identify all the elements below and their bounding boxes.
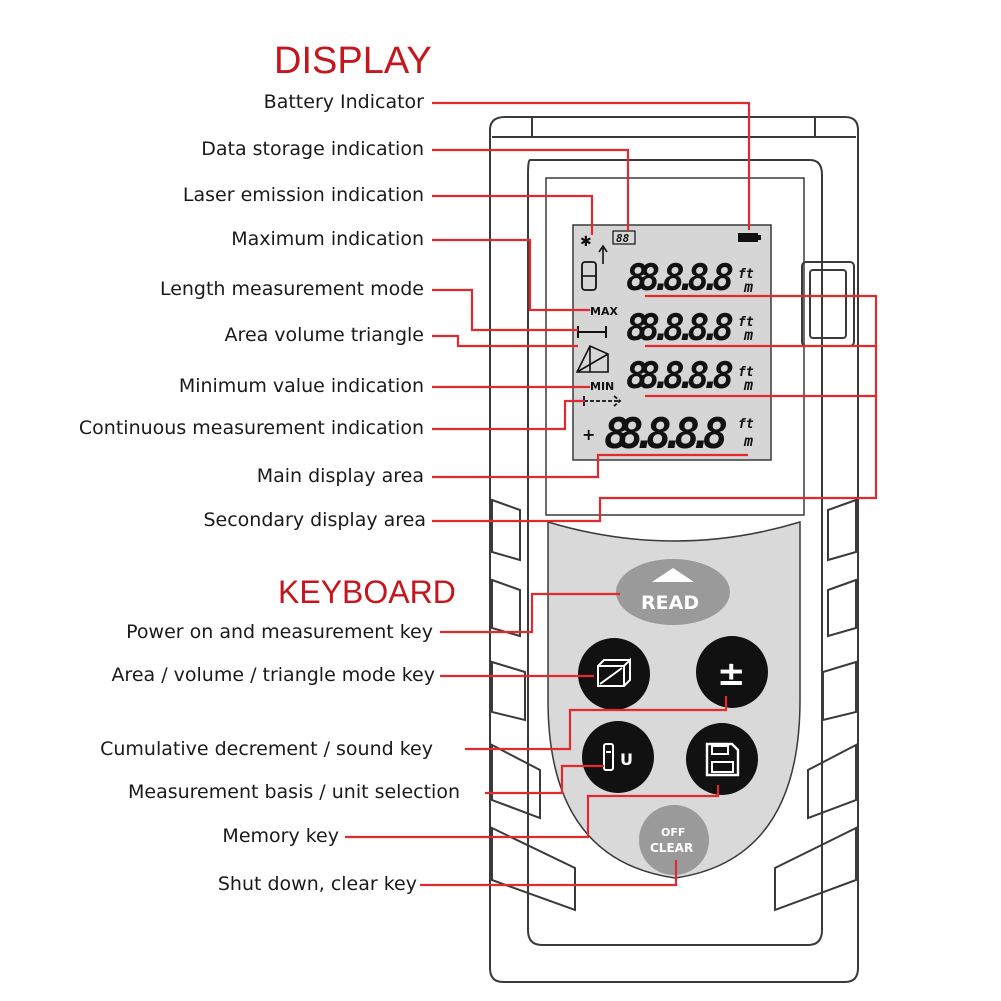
svg-text:ft: ft [738, 267, 754, 282]
storage-box [612, 230, 636, 245]
read-key[interactable]: READ [616, 559, 730, 625]
max-label: MAX [590, 305, 618, 318]
label-data-storage: Data storage indication [201, 138, 424, 160]
svg-text:m: m [743, 278, 753, 296]
area-volume-icon [597, 657, 631, 687]
svg-text:READ: READ [641, 592, 699, 614]
length-icon [577, 326, 607, 338]
label-length-mode: Length measurement mode [159, 278, 424, 300]
label-unit-selection: Measurement basis / unit selection [128, 781, 460, 803]
plus-minus-key[interactable]: ± [696, 636, 768, 708]
laser-icon: ✱ [580, 234, 592, 250]
label-power-measure-key: Power on and measurement key [126, 621, 433, 643]
svg-text:CLEAR: CLEAR [650, 841, 693, 855]
secondary-digits-1: 88.8.8.8 [626, 258, 734, 299]
keyboard-heading: KEYBOARD [278, 574, 456, 610]
floppy-disk-icon [705, 742, 740, 777]
label-area-volume-triangle: Area volume triangle [224, 324, 424, 346]
memory-key[interactable] [686, 723, 758, 795]
battery-icon [738, 233, 758, 242]
svg-text:m: m [743, 432, 753, 450]
leader-maximum [432, 238, 590, 312]
leader-battery [432, 101, 751, 230]
main-digits: 88.8.8.8 [604, 409, 728, 458]
leader-length [432, 288, 578, 332]
leader-continuous [432, 399, 585, 431]
label-secondary-display: Secondary display area [203, 509, 426, 531]
leader-off-clear [420, 860, 678, 887]
label-laser-emission: Laser emission indication [182, 184, 424, 206]
svg-text:m: m [743, 376, 753, 394]
min-label: MIN [590, 380, 614, 393]
label-minimum-value: Minimum value indication [178, 375, 424, 397]
sign-plus: + [582, 425, 595, 444]
device-body [489, 116, 859, 983]
label-decrement-sound-key: Cumulative decrement / sound key [100, 738, 433, 760]
leader-main [432, 453, 748, 479]
label-continuous: Continuous measurement indication [78, 417, 424, 439]
label-main-display: Main display area [256, 465, 424, 487]
leader-plus-minus [465, 696, 728, 751]
measurement-basis-icon [603, 743, 614, 771]
svg-text:ft: ft [738, 365, 754, 380]
svg-text:ft: ft [738, 315, 754, 330]
lcd-screen [572, 224, 772, 461]
svg-text:±: ± [717, 654, 746, 694]
leader-area [432, 334, 578, 348]
label-memory-key: Memory key [222, 825, 339, 847]
leader-lines [345, 101, 878, 887]
leader-laser [432, 194, 594, 235]
label-area-mode-key: Area / volume / triangle mode key [111, 664, 435, 686]
unit-key[interactable]: U [582, 721, 654, 793]
laser-arrow-icon [598, 244, 608, 264]
area-volume-key[interactable] [578, 638, 650, 710]
leader-read [440, 592, 620, 634]
secondary-digits-2: 88.8.8.8 [626, 308, 734, 349]
svg-text:✱: ✱ [580, 234, 592, 250]
leader-storage [432, 148, 630, 231]
svg-text:m: m [743, 326, 753, 344]
svg-text:U: U [620, 750, 633, 769]
off-clear-key[interactable]: OFF CLEAR [639, 805, 709, 875]
storage-digits: 88 [616, 232, 630, 245]
svg-text:ft: ft [738, 417, 754, 432]
label-maximum: Maximum indication [231, 228, 424, 250]
leader-secondary [432, 294, 878, 523]
leader-unit [485, 764, 604, 795]
label-shutdown-clear-key: Shut down, clear key [217, 873, 417, 895]
leader-memory [345, 785, 720, 839]
label-battery-indicator: Battery Indicator [263, 91, 424, 113]
area-volume-triangle-icon [575, 344, 609, 373]
secondary-digits-3: 88.8.8.8 [626, 356, 734, 397]
display-heading: DISPLAY [274, 40, 432, 82]
device-inner-frame [527, 159, 823, 946]
svg-text:OFF: OFF [661, 826, 685, 839]
